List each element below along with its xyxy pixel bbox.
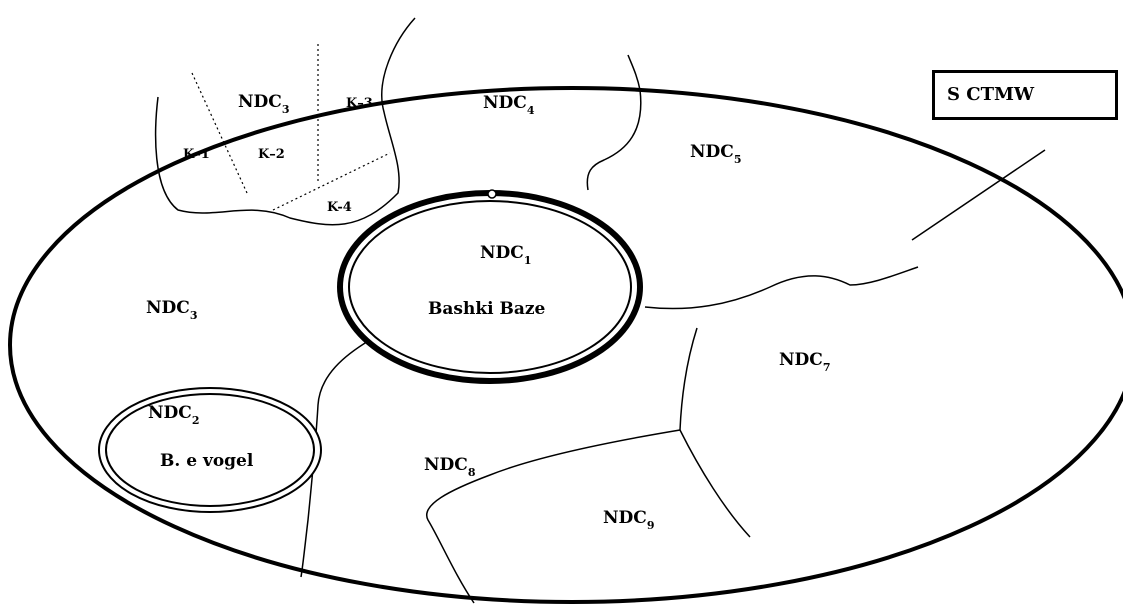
bashki-baze-inner [348, 200, 632, 374]
region-boundary [679, 327, 698, 431]
region-label-ndc7: NDC7 [779, 350, 830, 374]
outer-link-line [911, 149, 1046, 241]
subregion-divider [191, 72, 248, 194]
region-label-ndc8: NDC8 [424, 455, 476, 479]
bashki-baze-outer [337, 190, 643, 384]
legend-box: S CTMW [932, 70, 1118, 120]
subregion-label-k1: K–1 [183, 147, 210, 162]
region-label-ndc4: NDC4 [483, 93, 535, 117]
region-label-ndc3-left: NDC3 [146, 298, 197, 322]
center-label-b-e-vogel: B. e vogel [160, 451, 254, 471]
region-label-ndc3-top: NDC3 [238, 92, 289, 116]
region-label-ndc2: NDC2 [148, 403, 199, 427]
b-e-vogel-outer [98, 387, 322, 513]
subregion-label-k2: K–2 [258, 147, 285, 162]
subregion-boundary [154, 17, 416, 226]
region-label-ndc9: NDC9 [603, 508, 654, 532]
region-boundary [425, 429, 681, 604]
connector-node [487, 189, 497, 199]
outer-boundary [8, 86, 1123, 604]
center-label-bashki-baze: Bashki Baze [428, 299, 546, 319]
subregion-label-k4: K-4 [327, 200, 352, 215]
subregion-label-k3: K–3 [346, 96, 373, 111]
b-e-vogel-inner [105, 393, 315, 507]
subregion-divider [272, 152, 391, 211]
region-boundary [644, 266, 919, 310]
region-boundary [679, 429, 751, 538]
region-label-ndc5: NDC5 [690, 142, 741, 166]
region-boundary [586, 54, 642, 191]
region-label-ndc1: NDC1 [480, 243, 531, 267]
